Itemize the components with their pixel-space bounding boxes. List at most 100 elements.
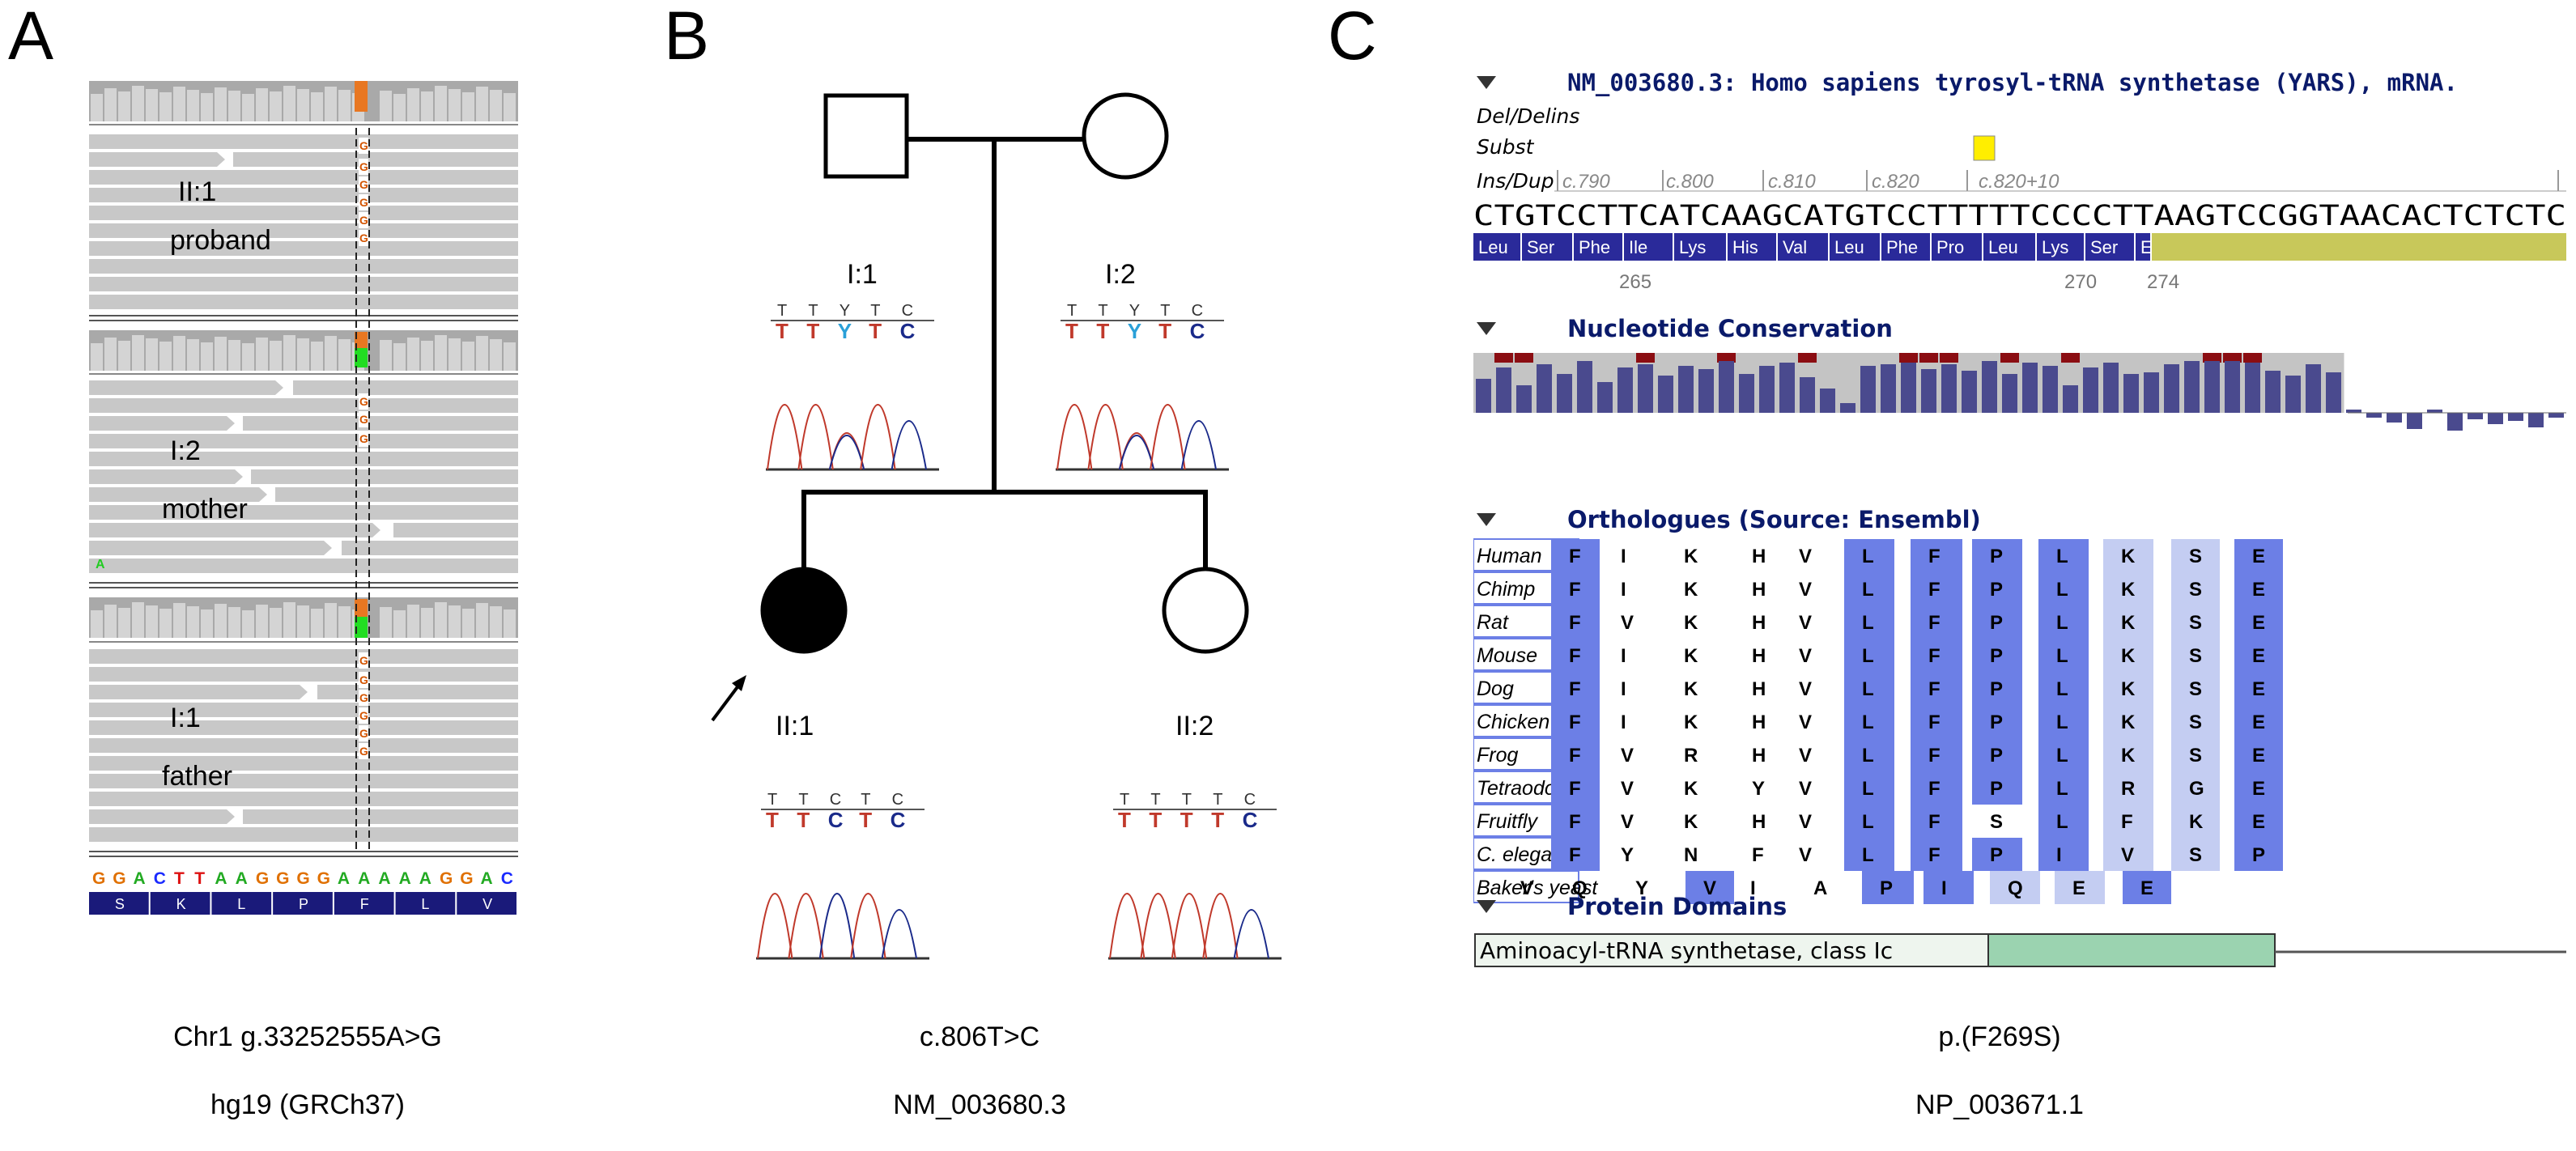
residue-highlight: [2234, 605, 2283, 639]
conservation-bar: [2245, 363, 2260, 413]
read: [89, 241, 518, 256]
variant-read-bg: [359, 707, 368, 724]
trace-peak: [1171, 893, 1208, 959]
base-call-top: T: [1120, 791, 1129, 809]
ortholog-residue: V: [1799, 645, 1812, 667]
ortholog-residue: S: [2189, 579, 2202, 601]
conservation-bar: [1921, 369, 1936, 413]
variant-read-bg: [359, 159, 368, 175]
variant-read-base: G: [359, 160, 368, 173]
residue-highlight: [1911, 572, 1962, 605]
ortholog-residue: E: [2252, 711, 2265, 733]
conservation-bar: [1860, 366, 1876, 413]
ortholog-residue: Y: [1635, 877, 1648, 899]
group-label-role: proband: [170, 225, 271, 256]
ortholog-residue: F: [1928, 778, 1941, 800]
ref-base: A: [399, 869, 411, 888]
substitution-marker[interactable]: [1973, 135, 1996, 161]
ortholog-residue: H: [1752, 678, 1766, 700]
base-call: T: [1149, 808, 1162, 832]
conservation-bar: [2002, 374, 2017, 413]
base-call-top: T: [870, 302, 880, 320]
residue-highlight: [2038, 605, 2089, 639]
panel-b-caption-line2: NM_003680.3: [893, 1089, 1066, 1120]
residue-highlight: [1844, 672, 1894, 705]
read: [89, 738, 518, 753]
transcript-title: NM_003680.3: Homo sapiens tyrosyl-tRNA s…: [1567, 69, 2458, 96]
conservation-peak: [1940, 353, 1958, 363]
father-square: [823, 93, 909, 179]
read: [89, 685, 308, 699]
read: [89, 398, 518, 413]
orthologues-table: HumanFIKHVLFPLKSEChimpFIKHVLFPLKSERatSFV…: [1473, 538, 2283, 904]
ref-base: A: [481, 869, 493, 888]
conservation-bar: [1881, 364, 1896, 413]
conservation-peak: [1636, 353, 1655, 363]
collapse-triangle-icon[interactable]: [1477, 76, 1496, 89]
conservation-bar: [1658, 376, 1673, 413]
species-cell: [1473, 870, 1579, 903]
base-call: T: [1180, 808, 1193, 832]
ortholog-residue: F: [2121, 811, 2133, 833]
residue-highlight: [2171, 605, 2220, 639]
residue-number: 265: [1619, 271, 1651, 293]
ortholog-residue: V: [1799, 745, 1812, 767]
conservation-peak: [1899, 353, 1918, 363]
residue-highlight: [1972, 838, 2022, 871]
variant-read-bg: [359, 176, 368, 193]
residue-highlight: [1911, 805, 1962, 838]
variant-coverage-orange: [355, 332, 368, 348]
coverage-bar: [311, 92, 323, 121]
read: [89, 809, 235, 824]
coverage-bar: [215, 87, 227, 121]
coverage-bar: [132, 602, 144, 638]
collapse-triangle-icon[interactable]: [1477, 322, 1496, 335]
trace-peak: [860, 404, 896, 470]
ortholog-residue: S: [2189, 678, 2202, 700]
ortholog-residue: H: [1752, 811, 1766, 833]
protein-domains-title: Protein Domains: [1567, 893, 1787, 920]
ortholog-residue: I: [1941, 877, 1947, 899]
variant-read-bg: [359, 393, 368, 410]
conservation-title: Nucleotide Conservation: [1567, 315, 1893, 342]
ortholog-residue: P: [1880, 877, 1893, 899]
residue-highlight: [1911, 838, 1962, 871]
trace-peak: [850, 893, 886, 959]
ortholog-residue: H: [1752, 711, 1766, 733]
aa-cell: [150, 892, 210, 915]
collapse-triangle-icon[interactable]: [1477, 900, 1496, 913]
residue-highlight: [1911, 605, 1962, 639]
base-call-top: C: [1244, 791, 1256, 809]
residue-highlight: [2171, 672, 2220, 705]
variant-read-bg: [359, 411, 368, 427]
ortholog-residue: P: [1990, 711, 2003, 733]
conservation-bar: [2103, 363, 2119, 413]
conservation-peak: [2223, 353, 2242, 363]
variant-coverage-orange: [355, 599, 368, 617]
coverage-bar: [215, 604, 227, 638]
ortholog-residue: I: [1621, 711, 1626, 733]
conservation-bar: [2447, 413, 2463, 431]
coverage-bar: [283, 602, 295, 638]
ortholog-residue: L: [1862, 678, 1874, 700]
residue-highlight: [1844, 705, 1894, 738]
residue-highlight: [2103, 838, 2153, 871]
collapse-triangle-icon[interactable]: [1477, 513, 1496, 526]
aa-cell: [273, 892, 333, 915]
species-name: Human: [1477, 545, 1542, 567]
group-label-id: II:1: [178, 176, 216, 207]
coverage-bar: [311, 609, 323, 638]
residue-highlight: [2234, 672, 2283, 705]
residue-highlight: [2103, 771, 2153, 805]
ortholog-residue: S: [2189, 844, 2202, 866]
coverage-bar: [173, 336, 185, 371]
coverage-bar: [338, 90, 351, 121]
variant-read-bg: [359, 690, 368, 706]
ortholog-residue: F: [1928, 745, 1941, 767]
ortholog-residue: E: [2072, 877, 2085, 899]
aa-cell: [211, 892, 272, 915]
read: [89, 827, 518, 842]
ref-base: A: [236, 869, 248, 888]
